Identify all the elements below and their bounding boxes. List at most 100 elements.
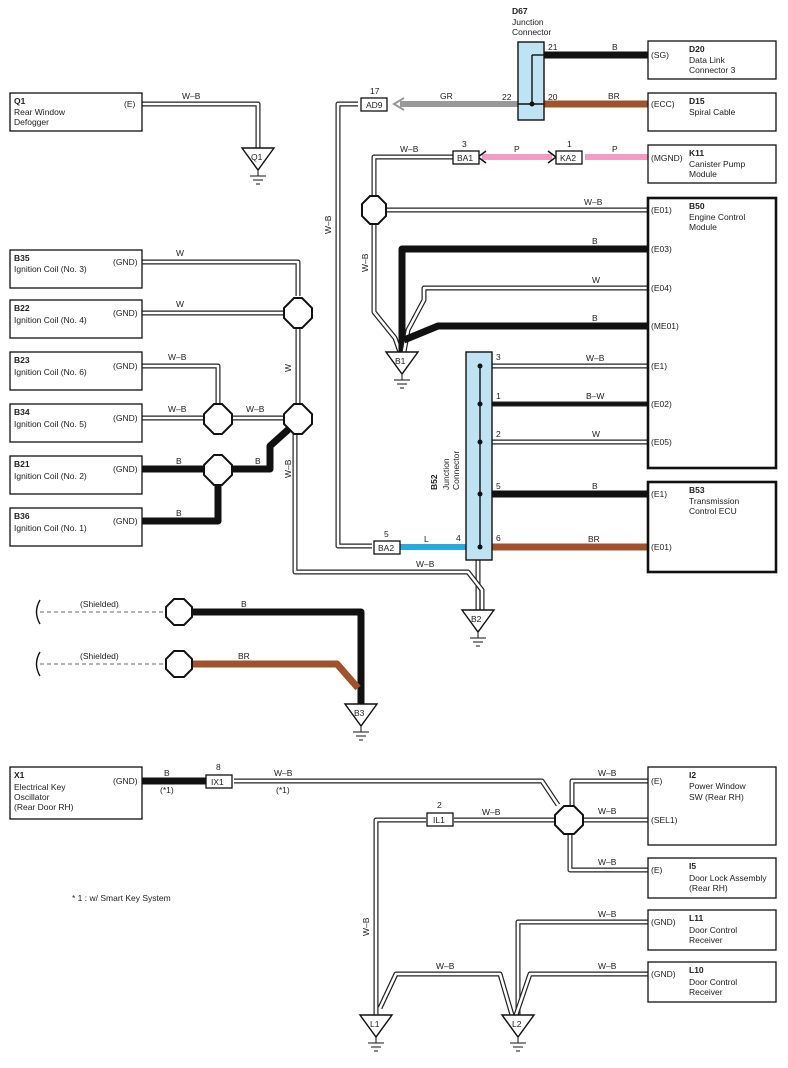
component-d15: D15 Spiral Cable (ECC) xyxy=(647,92,777,132)
component-b22: B22 Ignition Coil (No. 4) (GND) xyxy=(9,299,143,339)
svg-text:L1: L1 xyxy=(370,1019,380,1029)
svg-text:W–B: W–B xyxy=(416,559,435,569)
wire-shield-br xyxy=(192,660,361,691)
wire-b36-b xyxy=(142,483,222,525)
b52-pin-3: 3 xyxy=(496,352,501,362)
b52-pin-2: 2 xyxy=(496,429,501,439)
wire-q1-wb xyxy=(142,101,261,148)
svg-text:Data Link: Data Link xyxy=(689,55,726,65)
svg-text:W–B: W–B xyxy=(598,806,617,816)
svg-text:(ECC): (ECC) xyxy=(651,99,675,109)
wire-l11-l2-wb xyxy=(515,919,648,1015)
svg-text:Ignition Coil (No. 3): Ignition Coil (No. 3) xyxy=(14,264,87,274)
svg-text:W: W xyxy=(592,275,600,285)
connector-ix1: IX1 8 xyxy=(205,762,233,789)
svg-text:(GND): (GND) xyxy=(113,776,138,786)
wire-i2-e-wb xyxy=(569,778,648,808)
svg-text:W–B: W–B xyxy=(168,352,187,362)
wire-b23-wb xyxy=(142,363,221,403)
svg-text:(SG): (SG) xyxy=(651,50,669,60)
ground-q1: Q1 xyxy=(240,147,276,185)
component-q1: Q1 Rear Window Defogger (E) xyxy=(9,92,143,132)
svg-text:B1: B1 xyxy=(395,356,406,366)
wire-l10-l2-wb xyxy=(513,971,648,1016)
wire-e03-b xyxy=(398,245,648,352)
component-i2: I2 Power Window SW (Rear RH) (E) (SEL1) xyxy=(647,766,777,846)
svg-text:L10: L10 xyxy=(689,965,704,975)
wire-oct4-oct2-b xyxy=(232,425,293,473)
component-i5: I5 Door Lock Assembly (Rear RH) (E) xyxy=(647,857,777,899)
svg-text:W: W xyxy=(283,364,293,372)
splice-shield-1 xyxy=(165,598,193,626)
svg-text:W–B: W–B xyxy=(436,961,455,971)
component-b50: B50 Engine Control Module (E01) (E03) (E… xyxy=(646,196,778,470)
svg-text:(E1): (E1) xyxy=(651,489,667,499)
svg-text:P: P xyxy=(612,144,618,154)
svg-text:B: B xyxy=(164,768,170,778)
svg-text:(E01): (E01) xyxy=(651,205,672,215)
b52-pin-1: 1 xyxy=(496,391,501,401)
svg-text:Door Control: Door Control xyxy=(689,925,737,935)
svg-text:L: L xyxy=(424,534,429,544)
svg-text:B21: B21 xyxy=(14,459,30,469)
svg-text:B22: B22 xyxy=(14,303,30,313)
svg-text:B: B xyxy=(241,599,247,609)
svg-text:BR: BR xyxy=(238,651,250,661)
svg-text:W–B: W–B xyxy=(168,404,187,414)
svg-text:Engine Control: Engine Control xyxy=(689,212,745,222)
component-k11: K11 Canister Pump Module (MGND) xyxy=(647,144,777,184)
shielded-label-1: (Shielded) xyxy=(80,599,119,609)
svg-text:17: 17 xyxy=(370,86,380,96)
svg-text:W–B: W–B xyxy=(246,404,265,414)
component-l11: L11 Door Control Receiver (GND) xyxy=(647,909,777,951)
svg-text:W–B: W–B xyxy=(323,215,333,234)
b52-pin-4: 4 xyxy=(456,533,461,543)
svg-text:KA2: KA2 xyxy=(560,153,576,163)
svg-text:Module: Module xyxy=(689,169,717,179)
svg-text:W–B: W–B xyxy=(482,807,501,817)
splice-door xyxy=(554,805,584,835)
svg-text:(GND): (GND) xyxy=(113,464,138,474)
svg-text:W–B: W–B xyxy=(598,857,617,867)
svg-text:I5: I5 xyxy=(689,861,696,871)
connector-ad9: AD9 17 xyxy=(360,86,388,112)
svg-text:B: B xyxy=(176,456,182,466)
component-b34: B34 Ignition Coil (No. 5) (GND) xyxy=(9,403,143,443)
svg-text:(ME01): (ME01) xyxy=(651,321,679,331)
wire-oct-b1-wb xyxy=(371,222,404,356)
svg-text:(E): (E) xyxy=(651,776,663,786)
wire-il1-l1-wb xyxy=(373,817,426,1015)
svg-text:(GND): (GND) xyxy=(113,361,138,371)
svg-text:(E01): (E01) xyxy=(651,542,672,552)
ground-b2: B2 xyxy=(460,609,496,647)
svg-text:L2: L2 xyxy=(512,1019,522,1029)
wire-b35-w xyxy=(142,259,301,296)
svg-text:Door Control: Door Control xyxy=(689,977,737,987)
svg-text:(E1): (E1) xyxy=(651,361,667,371)
svg-text:(GND): (GND) xyxy=(113,413,138,423)
splices xyxy=(165,195,584,835)
svg-text:Oscillator: Oscillator xyxy=(14,792,50,802)
svg-text:W: W xyxy=(176,299,184,309)
ground-b1: B1 xyxy=(384,351,420,389)
svg-text:W: W xyxy=(176,248,184,258)
svg-text:B36: B36 xyxy=(14,511,30,521)
connector-ka2: KA2 1 xyxy=(555,139,583,165)
shielded-label-2: (Shielded) xyxy=(80,651,119,661)
wire-shield-b xyxy=(192,608,365,705)
svg-text:Ignition Coil (No. 5): Ignition Coil (No. 5) xyxy=(14,419,87,429)
svg-text:P: P xyxy=(514,144,520,154)
junction-connector-d67: D67 Junction Connector 21 22 20 xyxy=(502,6,558,121)
component-l10: L10 Door Control Receiver (GND) xyxy=(647,961,777,1003)
svg-text:B: B xyxy=(592,481,598,491)
svg-text:W–B: W–B xyxy=(360,253,370,272)
wire-e04-w xyxy=(401,285,648,353)
svg-text:BR: BR xyxy=(608,91,620,101)
svg-text:Ignition Coil (No. 4): Ignition Coil (No. 4) xyxy=(14,315,87,325)
svg-text:W–B: W–B xyxy=(274,768,293,778)
svg-text:(MGND): (MGND) xyxy=(651,153,683,163)
splice-shield-2 xyxy=(165,650,193,678)
svg-text:W–B: W–B xyxy=(400,144,419,154)
svg-text:Receiver: Receiver xyxy=(689,935,723,945)
component-d20: D20 Data Link Connector 3 (SG) xyxy=(647,40,777,80)
